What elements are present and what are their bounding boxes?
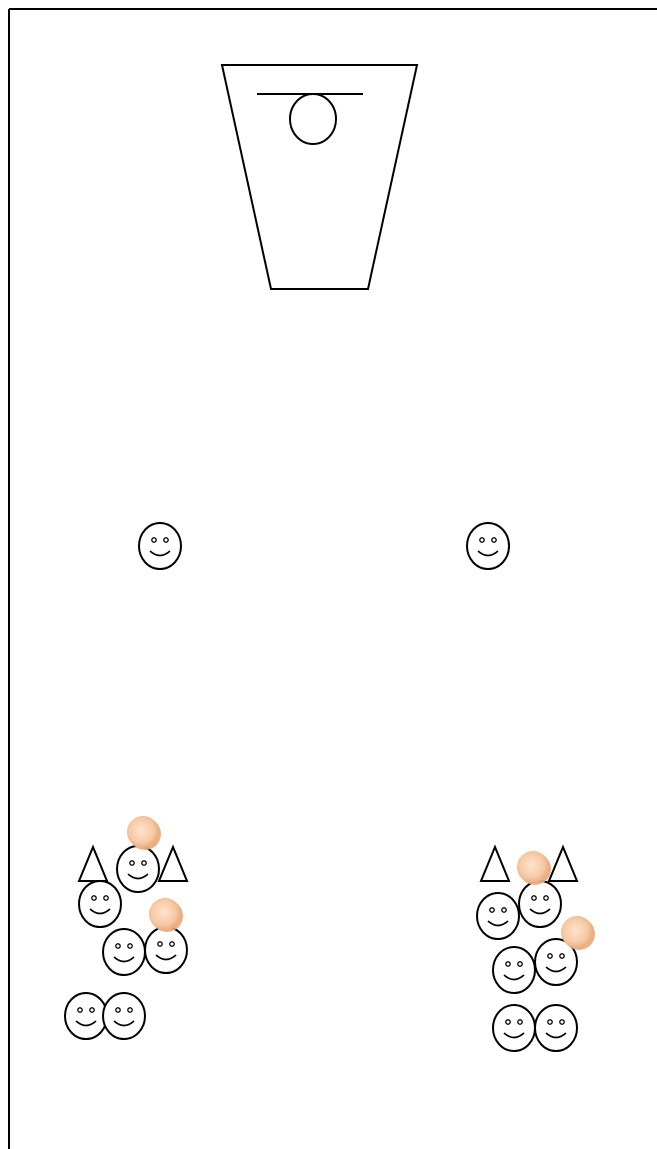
- cone-icon: [549, 847, 577, 881]
- player-icon: [493, 947, 535, 993]
- player-icon: [519, 881, 561, 927]
- player-icon: [103, 993, 145, 1039]
- player-icon: [65, 993, 107, 1039]
- player-icon: [139, 523, 181, 569]
- player-icon: [467, 523, 509, 569]
- player-icon: [535, 1005, 577, 1051]
- key-lane: [222, 65, 417, 289]
- hoop: [290, 94, 336, 144]
- basketball-icon: [127, 816, 161, 850]
- basketball-icon: [149, 898, 183, 932]
- player-icon: [477, 893, 519, 939]
- player-icon: [493, 1005, 535, 1051]
- cone-icon: [79, 847, 107, 881]
- player-icon: [79, 881, 121, 927]
- basketball-icon: [517, 851, 551, 885]
- player-icon: [145, 927, 187, 973]
- player-icon: [103, 929, 145, 975]
- player-icon: [117, 846, 159, 892]
- cone-icon: [159, 847, 187, 881]
- cone-icon: [481, 847, 509, 881]
